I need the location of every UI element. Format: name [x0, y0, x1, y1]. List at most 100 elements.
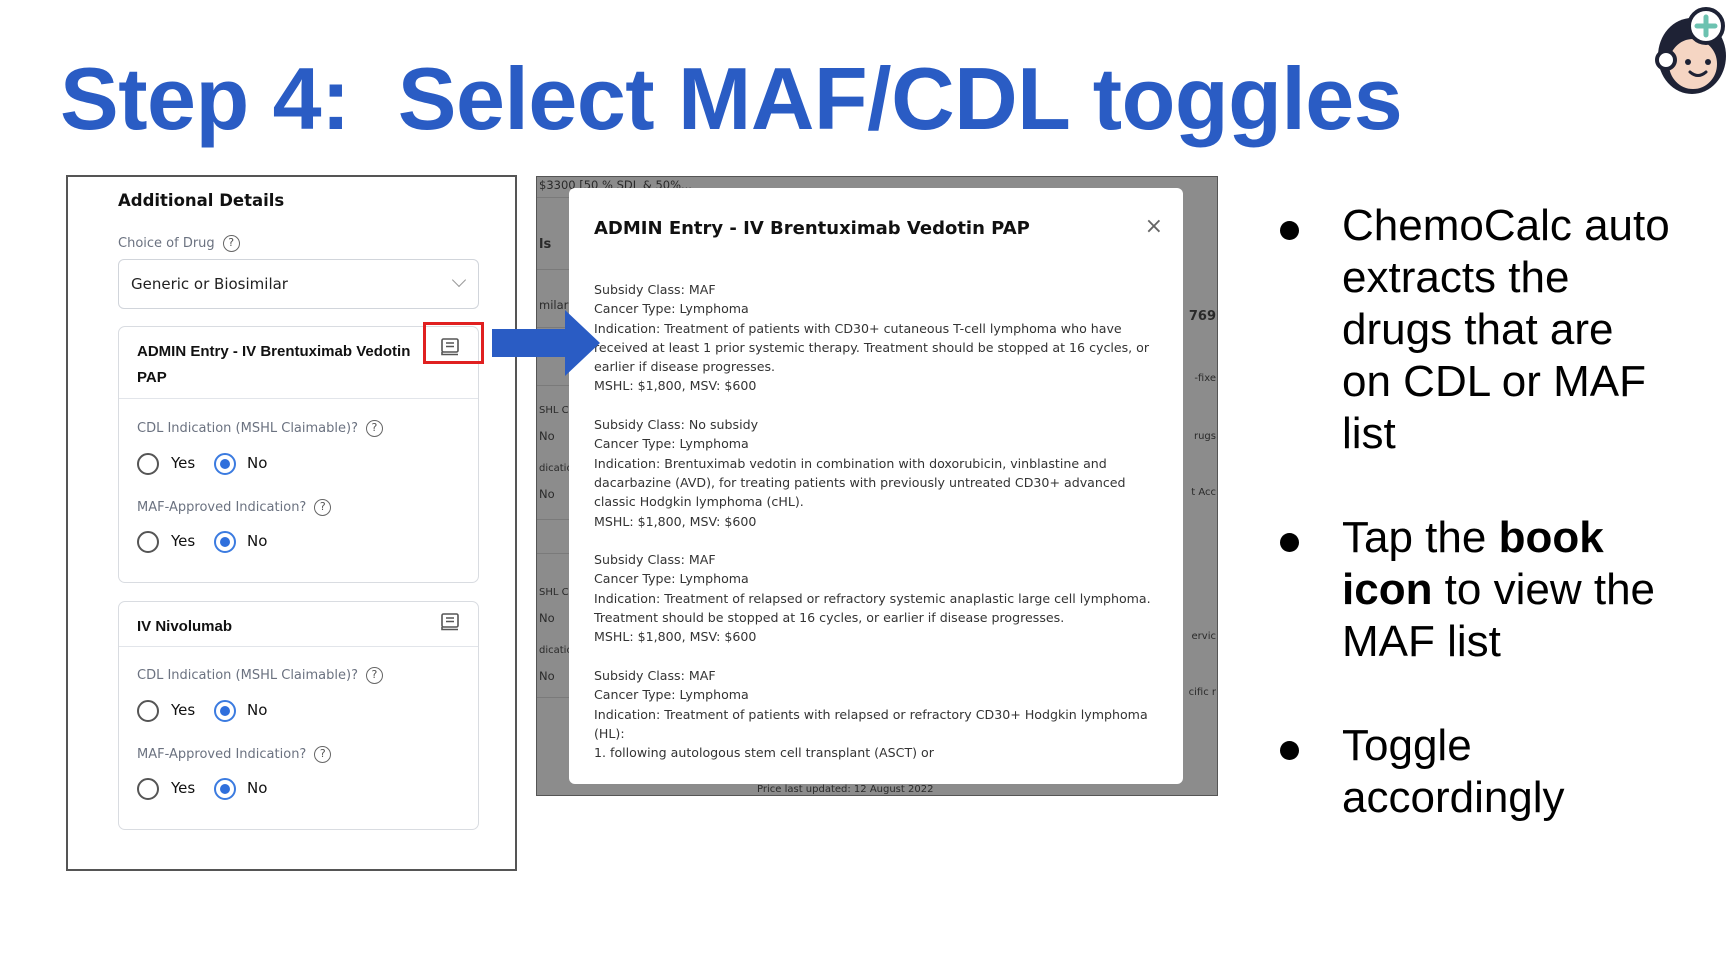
- bg-fragment: dicatio: [539, 645, 573, 656]
- choice-of-drug-select[interactable]: Generic or Biosimilar: [118, 259, 479, 309]
- help-icon[interactable]: ?: [365, 420, 383, 437]
- maf-approved-label: MAF-Approved Indication??: [137, 746, 332, 763]
- section-title: Additional Details: [118, 191, 285, 210]
- bg-fragment: SHL Cl: [539, 405, 572, 416]
- cdl-yes-radio[interactable]: [137, 700, 159, 722]
- entry-subsidy: Subsidy Class: No subsidy: [594, 417, 759, 433]
- drug-card-title: IV Nivolumab: [137, 618, 233, 635]
- help-icon[interactable]: ?: [222, 235, 240, 252]
- cdl-no-radio[interactable]: [214, 453, 236, 475]
- book-icon-highlight: [423, 322, 484, 364]
- drug-card-title: ADMIN Entry - IV Brentuximab Vedotin PAP: [137, 343, 411, 386]
- yes-label: Yes: [171, 532, 196, 550]
- bg-fragment: No: [539, 487, 555, 501]
- cdl-indication-label: CDL Indication (MSHL Claimable)??: [137, 667, 383, 684]
- bg-fragment: cific r: [1188, 687, 1216, 698]
- maf-label-text: MAF-Approved Indication?: [137, 500, 307, 515]
- cdl-radio-group: Yes No: [137, 699, 337, 723]
- bg-fragment: SHL Cl: [539, 587, 572, 598]
- maf-approved-label: MAF-Approved Indication??: [137, 499, 332, 516]
- modal-title: ADMIN Entry - IV Brentuximab Vedotin PAP: [594, 218, 1030, 239]
- bg-fragment: dicatio: [539, 463, 573, 474]
- entry-subsidy: Subsidy Class: MAF: [594, 667, 716, 683]
- choice-of-drug-label: Choice of Drug?: [118, 235, 240, 252]
- entry-cancer: Cancer Type: Lymphoma: [594, 687, 749, 703]
- entry-subsidy: Subsidy Class: MAF: [594, 552, 716, 568]
- entry-limits: MSHL: $1,800, MSV: $600: [594, 378, 757, 394]
- maf-list-modal: ADMIN Entry - IV Brentuximab Vedotin PAP…: [569, 188, 1183, 784]
- maf-no-radio[interactable]: [214, 531, 236, 553]
- bg-fragment: milar: [539, 298, 569, 312]
- bullet-line: ChemoCalc auto: [1342, 200, 1736, 252]
- no-label: No: [247, 454, 268, 472]
- maf-yes-radio[interactable]: [137, 531, 159, 553]
- entry-limits: MSHL: $1,800, MSV: $600: [594, 513, 757, 529]
- bg-fragment: t Acc: [1191, 487, 1216, 498]
- entry-indication: Indication: Brentuximab vedotin in combi…: [594, 455, 1126, 510]
- yes-label: Yes: [171, 701, 196, 719]
- chevron-down-icon: [451, 272, 467, 288]
- bg-fragment: -fixe: [1194, 373, 1216, 384]
- bullet-bold-text: icon: [1342, 565, 1433, 614]
- cdl-label-text: CDL Indication (MSHL Claimable)?: [137, 421, 358, 436]
- additional-details-panel: Additional Details Choice of Drug? Gener…: [66, 175, 517, 871]
- cdl-radio-group: Yes No: [137, 452, 337, 476]
- bg-fragment: 769: [1188, 309, 1216, 324]
- help-icon[interactable]: ?: [314, 746, 332, 763]
- select-value: Generic or Biosimilar: [131, 275, 288, 293]
- drug-card-nivolumab: IV Nivolumab CDL Indication (MSHL Claima…: [118, 601, 479, 830]
- entry-cancer: Cancer Type: Lymphoma: [594, 571, 749, 587]
- yes-label: Yes: [171, 779, 196, 797]
- yes-label: Yes: [171, 454, 196, 472]
- bg-fragment: ls: [539, 237, 552, 252]
- choice-of-drug-text: Choice of Drug: [118, 236, 215, 251]
- bullet-line: list: [1342, 408, 1736, 460]
- no-label: No: [247, 779, 268, 797]
- doctor-avatar-logo: [1655, 7, 1726, 94]
- entry-indication: Indication: Treatment of patients with C…: [594, 320, 1150, 375]
- entry-limits: 1. following autologous stem cell transp…: [594, 745, 934, 761]
- drug-card-brentuximab: ADMIN Entry - IV Brentuximab Vedotin PAP…: [118, 326, 479, 583]
- maf-label-text: MAF-Approved Indication?: [137, 747, 307, 762]
- bullet-text: Toggle: [1342, 721, 1472, 770]
- no-label: No: [247, 701, 268, 719]
- book-icon[interactable]: [440, 337, 460, 357]
- maf-radio-group: Yes No: [137, 777, 337, 801]
- help-icon[interactable]: ?: [314, 499, 332, 516]
- bullet-text: Tap the: [1342, 513, 1499, 562]
- bullet-line: accordingly: [1342, 772, 1736, 824]
- entry-cancer: Cancer Type: Lymphoma: [594, 436, 749, 452]
- bullet-text: list: [1342, 409, 1396, 458]
- bg-fragment: No: [539, 669, 555, 683]
- bullet-text: ChemoCalc auto: [1342, 201, 1670, 250]
- cdl-label-text: CDL Indication (MSHL Claimable)?: [137, 668, 358, 683]
- bullet-line: on CDL or MAF: [1342, 356, 1736, 408]
- bullet-line: icon to view the: [1342, 564, 1736, 616]
- bullet-text: drugs that are: [1342, 305, 1614, 354]
- entry-subsidy: Subsidy Class: MAF: [594, 282, 716, 297]
- bg-fragment: ervic: [1191, 631, 1216, 642]
- close-icon[interactable]: ×: [1144, 214, 1163, 239]
- help-icon[interactable]: ?: [365, 667, 383, 684]
- entry-cancer: Cancer Type: Lymphoma: [594, 301, 749, 317]
- book-icon[interactable]: [440, 612, 460, 632]
- bullet-text: accordingly: [1342, 773, 1565, 822]
- bullet-text: MAF list: [1342, 617, 1501, 666]
- maf-yes-radio[interactable]: [137, 778, 159, 800]
- cdl-yes-radio[interactable]: [137, 453, 159, 475]
- maf-no-radio[interactable]: [214, 778, 236, 800]
- slide-title: Step 4: Select MAF/CDL toggles: [60, 49, 1403, 148]
- cdl-no-radio[interactable]: [214, 700, 236, 722]
- bullet-line: drugs that are: [1342, 304, 1736, 356]
- arrow-right-icon: [492, 310, 600, 376]
- bullet-text: extracts the: [1342, 253, 1570, 302]
